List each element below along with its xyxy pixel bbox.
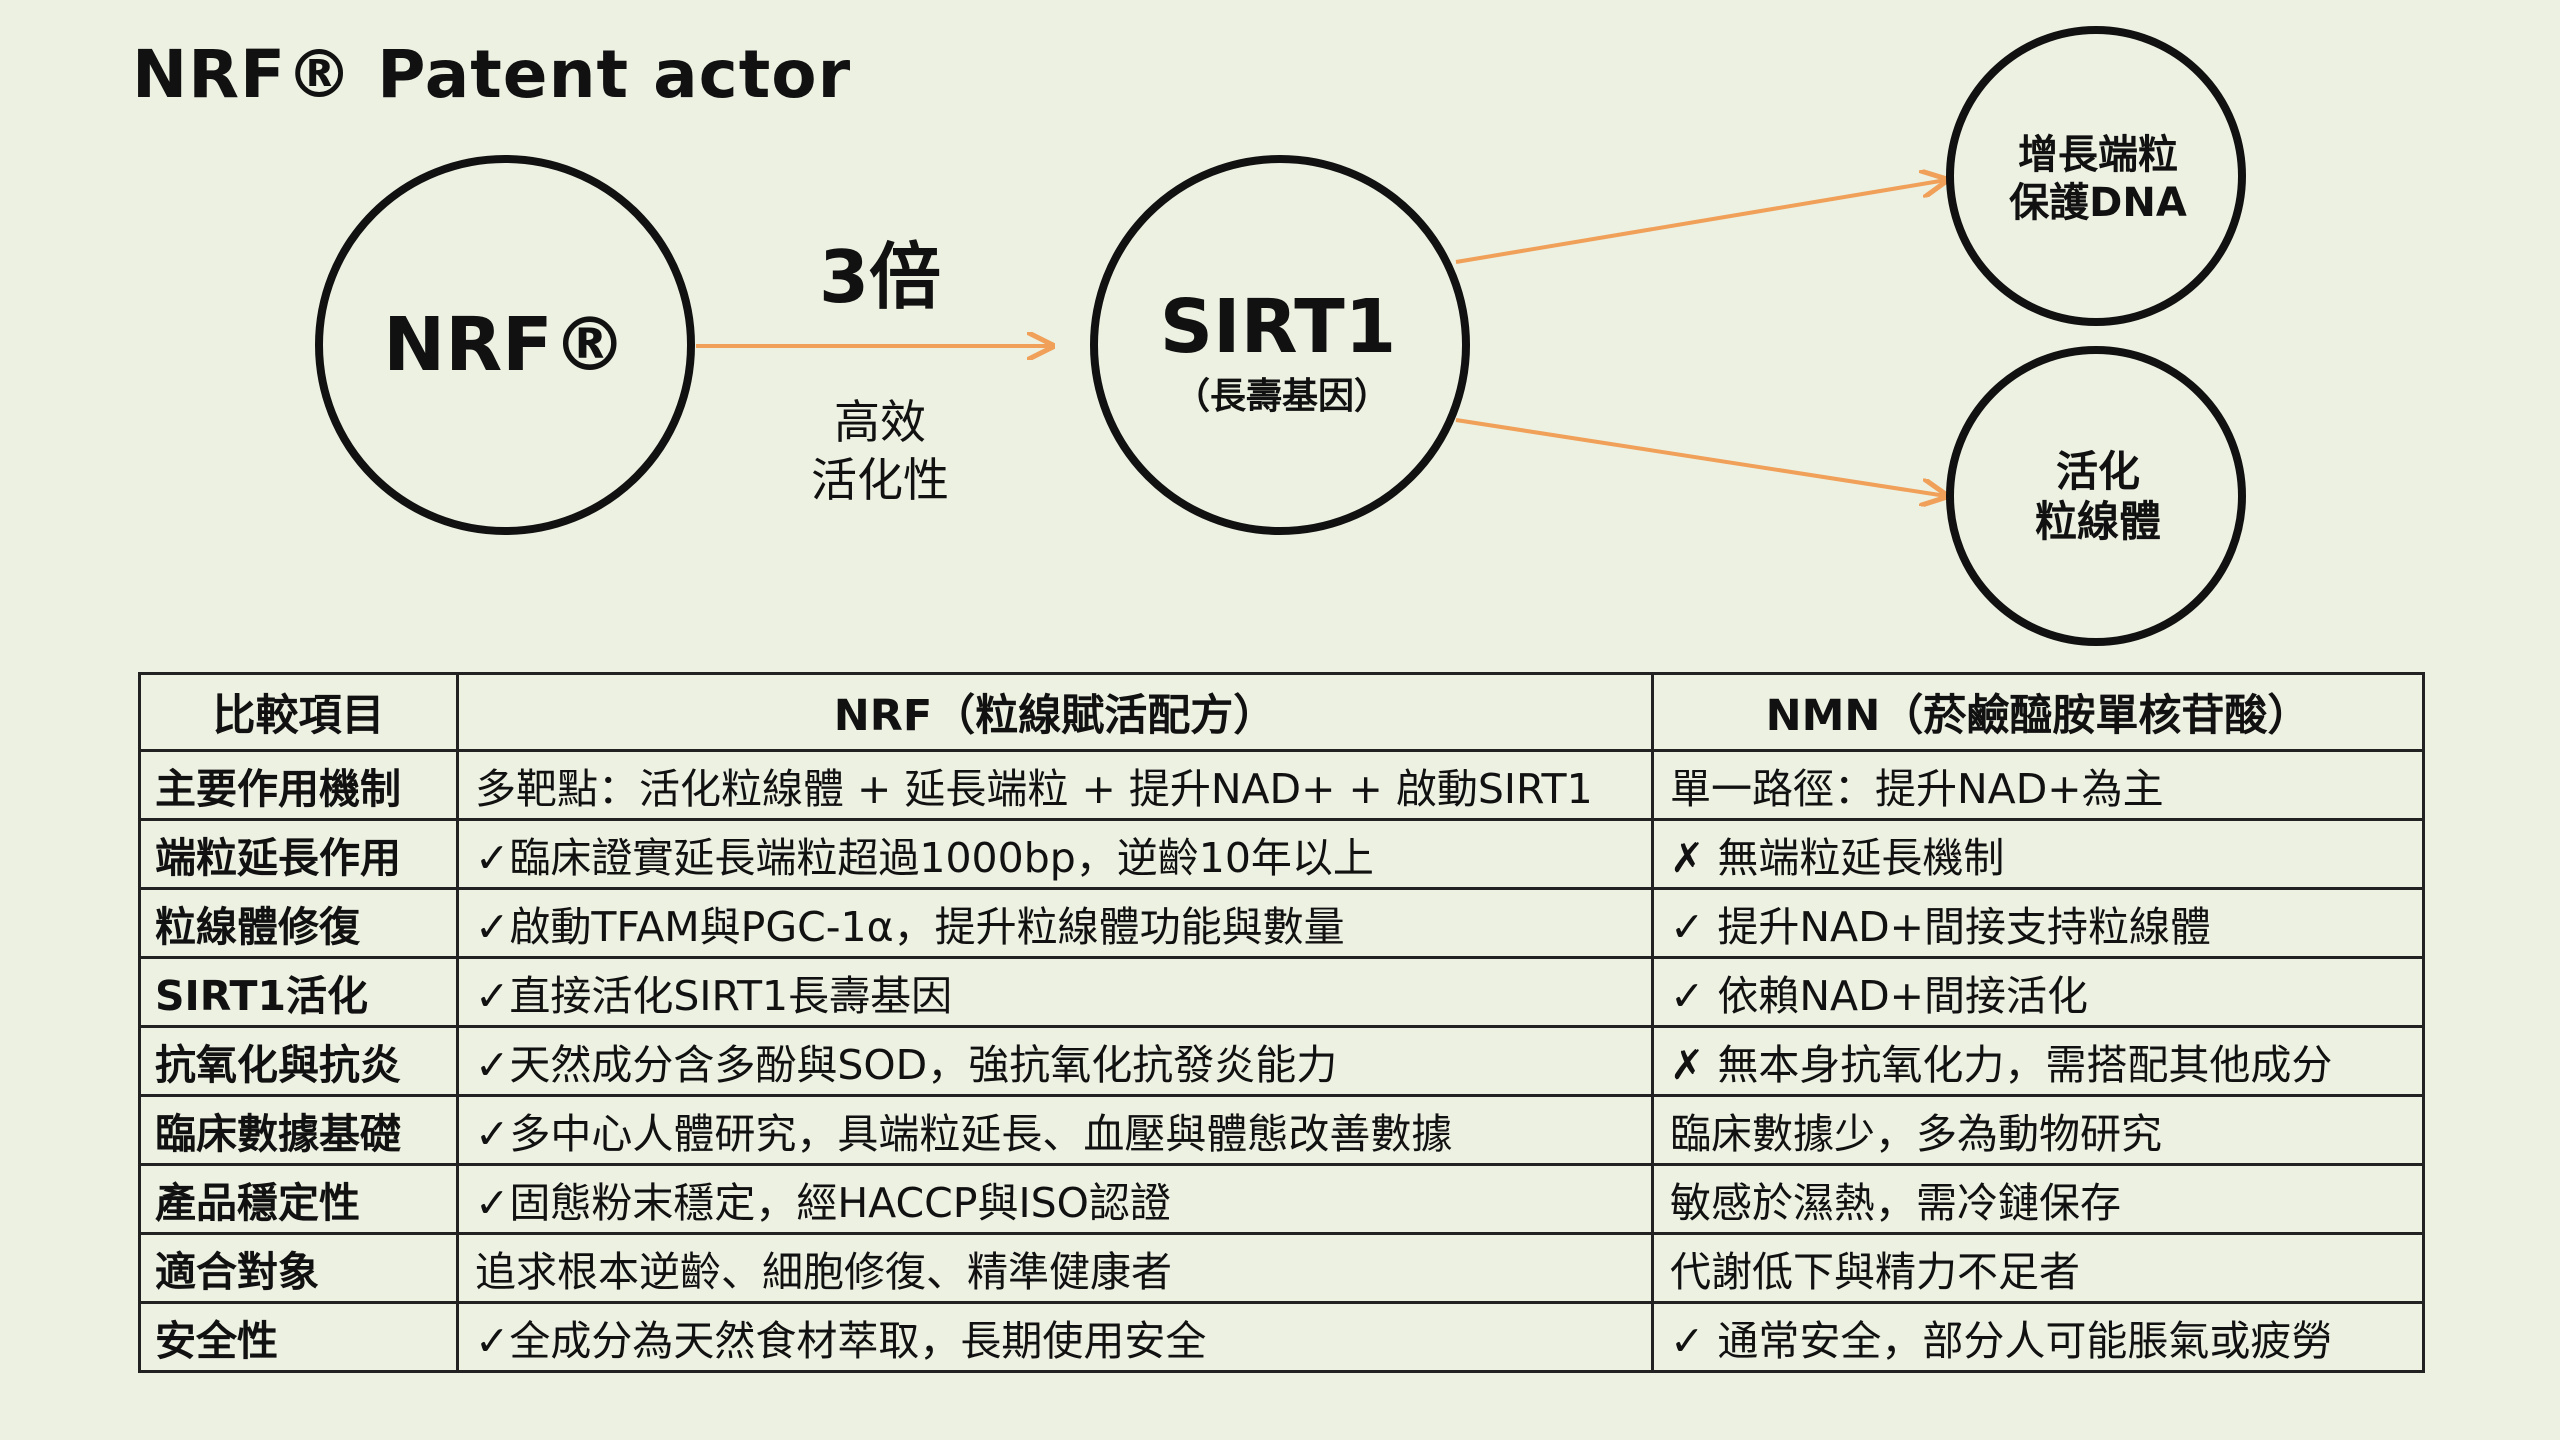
edge-desc-line1: 高效 <box>834 395 926 449</box>
nmn-cell: ✓ 提升NAD+間接支持粒線體 <box>1651 887 2425 959</box>
row-label: 粒線體修復 <box>138 887 459 959</box>
arrow-sirt1-to-mito <box>1455 418 1946 496</box>
nrf-cell: ✓臨床證實延長端粒超過1000bp，逆齡10年以上 <box>456 818 1654 890</box>
page-title: NRF® Patent actor <box>132 36 852 113</box>
header-nmn: NMN（菸鹼醯胺單核苷酸） <box>1651 672 2425 752</box>
row-label: 主要作用機制 <box>138 749 459 821</box>
comparison-table: 比較項目 NRF（粒線賦活配方） NMN（菸鹼醯胺單核苷酸） 主要作用機制 多靶… <box>138 672 2425 1373</box>
node-nrf-label: NRF® <box>383 302 626 388</box>
flow-diagram: NRF® SIRT1 （長壽基因） 增長端粒 保護DNA 活化 粒線體 3倍 高… <box>315 26 2246 646</box>
row-label: 產品穩定性 <box>138 1163 459 1235</box>
row-label: 抗氧化與抗炎 <box>138 1025 459 1097</box>
nmn-cell: 臨床數據少，多為動物研究 <box>1651 1094 2425 1166</box>
nrf-cell: ✓直接活化SIRT1長壽基因 <box>456 956 1654 1028</box>
table-row: 主要作用機制 多靶點：活化粒線體 + 延長端粒 + 提升NAD+ + 啟動SIR… <box>138 749 2425 821</box>
table-row: SIRT1活化 ✓直接活化SIRT1長壽基因 ✓ 依賴NAD+間接活化 <box>138 956 2425 1028</box>
nrf-cell: ✓多中心人體研究，具端粒延長、血壓與體態改善數據 <box>456 1094 1654 1166</box>
node-sirt1-sublabel: （長壽基因） <box>1174 376 1390 417</box>
nmn-cell: 單一路徑：提升NAD+為主 <box>1651 749 2425 821</box>
node-telomere-line2: 保護DNA <box>2009 180 2187 226</box>
table-row: 端粒延長作用 ✓臨床證實延長端粒超過1000bp，逆齡10年以上 ✗ 無端粒延長… <box>138 818 2425 890</box>
row-label: 臨床數據基礎 <box>138 1094 459 1166</box>
table-row: 粒線體修復 ✓啟動TFAM與PGC-1α，提升粒線體功能與數量 ✓ 提升NAD+… <box>138 887 2425 959</box>
nmn-cell: ✗ 無端粒延長機制 <box>1651 818 2425 890</box>
nrf-cell: ✓固態粉末穩定，經HACCP與ISO認證 <box>456 1163 1654 1235</box>
nmn-cell: ✓ 依賴NAD+間接活化 <box>1651 956 2425 1028</box>
node-sirt1-circle <box>1090 155 1470 535</box>
nmn-cell: 代謝低下與精力不足者 <box>1651 1232 2425 1304</box>
header-item: 比較項目 <box>138 672 459 752</box>
table-row: 適合對象 追求根本逆齡、細胞修復、精準健康者 代謝低下與精力不足者 <box>138 1232 2425 1304</box>
nmn-cell: ✓ 通常安全，部分人可能脹氣或疲勞 <box>1651 1301 2425 1373</box>
node-mito-line2: 粒線體 <box>2035 497 2161 546</box>
nmn-cell: 敏感於濕熱，需冷鏈保存 <box>1651 1163 2425 1235</box>
node-sirt1-label: SIRT1 <box>1160 284 1396 370</box>
edge-desc-line2: 活化性 <box>811 453 949 507</box>
nmn-cell: ✗ 無本身抗氧化力，需搭配其他成分 <box>1651 1025 2425 1097</box>
row-label: 適合對象 <box>138 1232 459 1304</box>
nrf-cell: ✓天然成分含多酚與SOD，強抗氧化抗發炎能力 <box>456 1025 1654 1097</box>
table-row: 抗氧化與抗炎 ✓天然成分含多酚與SOD，強抗氧化抗發炎能力 ✗ 無本身抗氧化力，… <box>138 1025 2425 1097</box>
arrow-sirt1-to-telomere <box>1455 180 1946 264</box>
table-row: 產品穩定性 ✓固態粉末穩定，經HACCP與ISO認證 敏感於濕熱，需冷鏈保存 <box>138 1163 2425 1235</box>
edge-factor-label: 3倍 <box>819 235 941 319</box>
nrf-cell: ✓啟動TFAM與PGC-1α，提升粒線體功能與數量 <box>456 887 1654 959</box>
row-label: 安全性 <box>138 1301 459 1373</box>
row-label: SIRT1活化 <box>138 956 459 1028</box>
table-row: 安全性 ✓全成分為天然食材萃取，長期使用安全 ✓ 通常安全，部分人可能脹氣或疲勞 <box>138 1301 2425 1373</box>
table-header-row: 比較項目 NRF（粒線賦活配方） NMN（菸鹼醯胺單核苷酸） <box>138 672 2425 752</box>
node-mito-line1: 活化 <box>2056 447 2140 496</box>
node-telomere-line1: 增長端粒 <box>2018 132 2178 178</box>
nrf-cell: ✓全成分為天然食材萃取，長期使用安全 <box>456 1301 1654 1373</box>
node-mito-circle <box>1946 346 2246 646</box>
row-label: 端粒延長作用 <box>138 818 459 890</box>
table-row: 臨床數據基礎 ✓多中心人體研究，具端粒延長、血壓與體態改善數據 臨床數據少，多為… <box>138 1094 2425 1166</box>
node-nrf-circle <box>315 155 695 535</box>
nrf-cell: 追求根本逆齡、細胞修復、精準健康者 <box>456 1232 1654 1304</box>
node-telomere-circle <box>1946 26 2246 326</box>
header-nrf: NRF（粒線賦活配方） <box>456 672 1654 752</box>
nrf-cell: 多靶點：活化粒線體 + 延長端粒 + 提升NAD+ + 啟動SIRT1 <box>456 749 1654 821</box>
